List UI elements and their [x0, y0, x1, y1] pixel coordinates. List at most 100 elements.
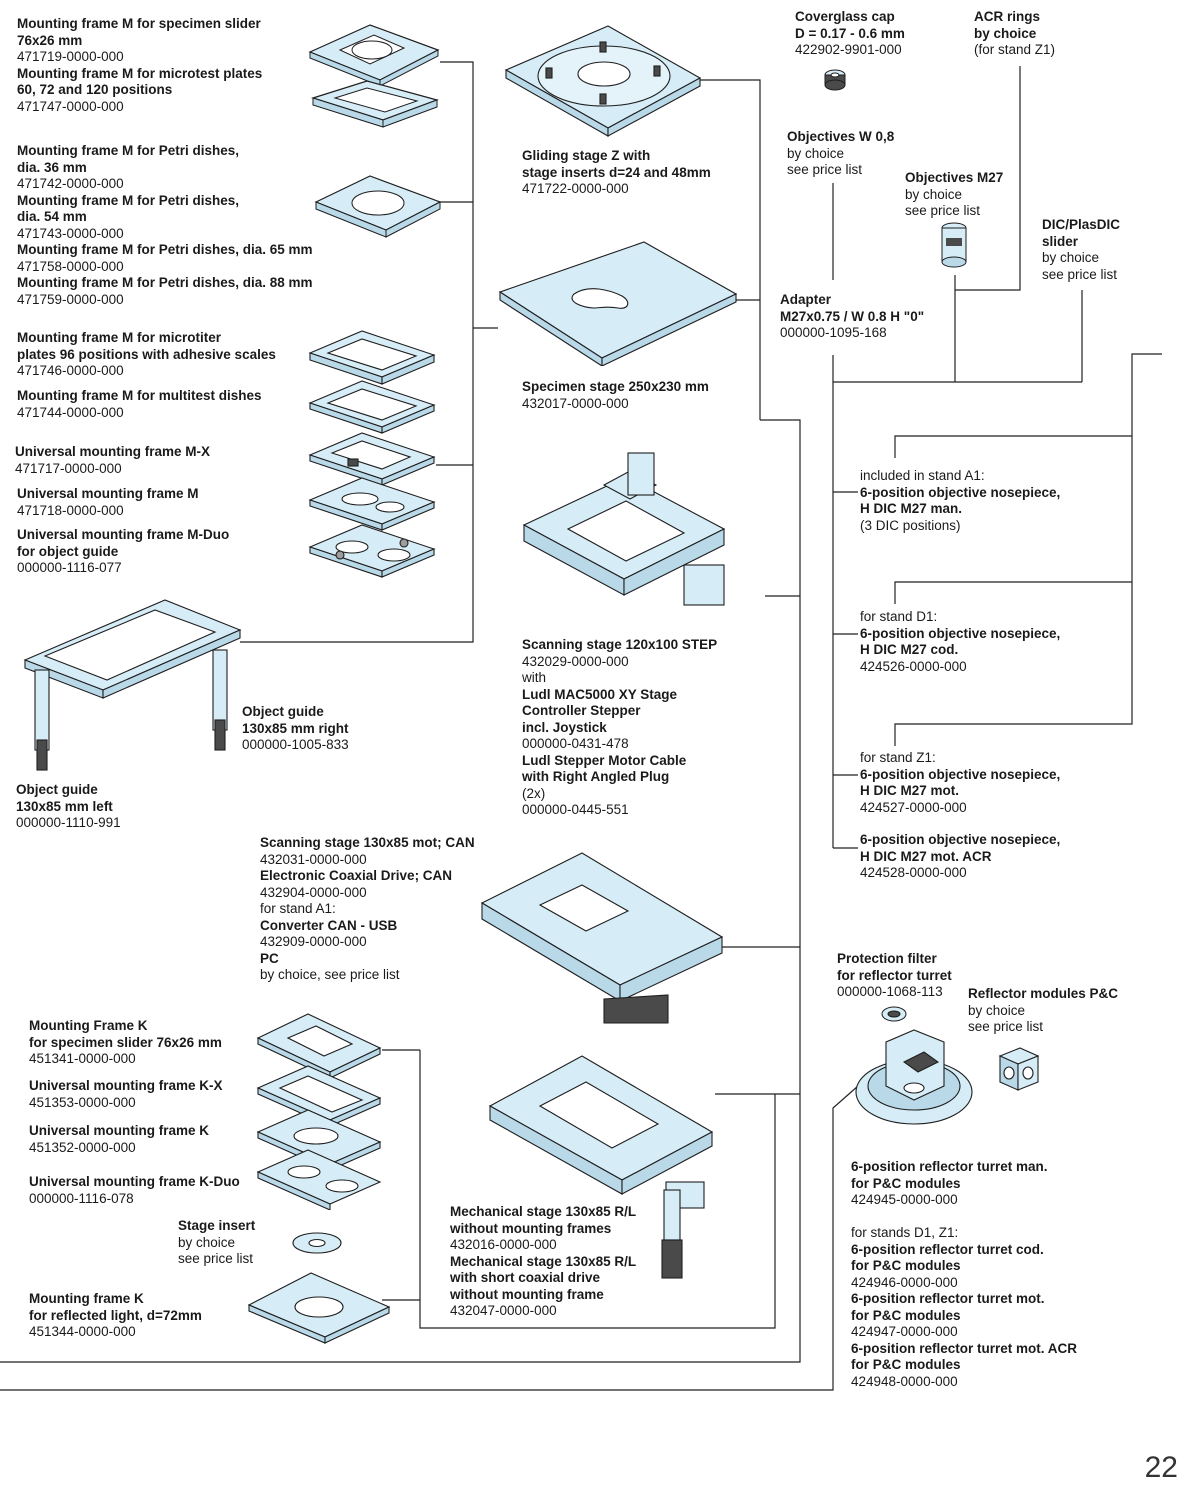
- label-line: 471717-0000-000: [15, 460, 122, 476]
- label-line: (2x): [522, 785, 546, 801]
- frame-m-microtest-illustration: [311, 80, 439, 128]
- stage-trunk-line: [0, 419, 801, 1363]
- label-line: Mounting frame M for Petri dishes,: [17, 143, 240, 158]
- label-line: H DIC M27 cod.: [860, 642, 959, 657]
- label-line: see price list: [178, 1251, 254, 1266]
- label-line: 6-position objective nosepiece,: [860, 832, 1061, 847]
- label-line: D = 0.17 - 0.6 mm: [795, 25, 905, 41]
- specimen-stage-illustration: [498, 241, 738, 366]
- label-line: 432017-0000-000: [522, 395, 629, 411]
- label-line: Mounting frame M for Petri dishes,: [17, 192, 240, 208]
- acr-line: [955, 66, 1021, 291]
- label-line: without mounting frames: [450, 1220, 612, 1236]
- label-line: for stand Z1:: [860, 750, 936, 765]
- label-line: H DIC M27 mot.: [860, 783, 960, 798]
- k-frame-stack-illustration: [256, 1013, 382, 1210]
- label-line: 424527-0000-000: [860, 799, 967, 815]
- label-line: for reflector turret: [837, 967, 952, 983]
- label-line: Object guide: [16, 782, 98, 797]
- label-line: 471747-0000-000: [17, 98, 124, 114]
- label-line: 6-position reflector turret man.: [851, 1159, 1048, 1174]
- label-line: Mechanical stage 130x85 R/L: [450, 1204, 637, 1219]
- label-line: 432909-0000-000: [260, 934, 367, 949]
- label-line: Adapter: [780, 292, 832, 307]
- label-line: (for stand Z1): [974, 42, 1056, 57]
- label-line: 424948-0000-000: [851, 1373, 958, 1389]
- label-reflector-turret: 6-position reflector turret man.for P&C …: [851, 1159, 1077, 1390]
- label-line: by choice: [905, 186, 963, 202]
- label-line: ACR rings: [974, 9, 1041, 24]
- label-line: see price list: [1042, 266, 1118, 282]
- label-line: 471759-0000-000: [17, 291, 124, 307]
- label-line: Universal mounting frame K-X: [29, 1078, 223, 1093]
- label-line: DIC/PlasDIC: [1042, 217, 1121, 232]
- object-guide-illustration: [23, 599, 242, 771]
- label-line: 000000-1005-833: [242, 737, 349, 752]
- label-line: plates 96 positions with adhesive scales: [17, 346, 276, 362]
- label-line: Reflector modules P&C: [968, 986, 1119, 1001]
- label-line: 471742-0000-000: [17, 176, 124, 191]
- label-line: 6-position reflector turret mot.: [851, 1291, 1045, 1306]
- label-line: Scanning stage 120x100 STEP: [522, 637, 718, 652]
- label-line: 6-position reflector turret mot. ACR: [851, 1340, 1078, 1356]
- label-line: 432031-0000-000: [260, 851, 367, 867]
- label-line: by choice: [178, 1234, 236, 1250]
- label-line: 000000-1110-991: [16, 815, 121, 830]
- label-line: by choice: [1042, 250, 1100, 265]
- label-line: H DIC M27 mot. ACR: [860, 848, 992, 864]
- label-line: 432029-0000-000: [522, 653, 629, 669]
- label-nosepiece-acr: 6-position objective nosepiece,H DIC M27…: [860, 832, 1060, 882]
- label-line: for specimen slider 76x26 mm: [29, 1034, 222, 1050]
- label-line: Controller Stepper: [522, 703, 641, 718]
- label-line: by choice: [968, 1002, 1026, 1018]
- label-line: 451353-0000-000: [29, 1094, 136, 1110]
- label-line: Mounting frame M for multitest dishes: [17, 388, 262, 403]
- label-line: Mounting frame M for Petri dishes, dia. …: [17, 242, 313, 257]
- label-line: 424946-0000-000: [851, 1274, 958, 1290]
- label-line: 424528-0000-000: [860, 865, 967, 880]
- label-line: Ludl MAC5000 XY Stage: [522, 686, 678, 702]
- label-line: 451352-0000-000: [29, 1139, 136, 1155]
- protection-filter-illustration: [881, 1006, 907, 1022]
- label-line: 000000-1095-168: [780, 325, 887, 340]
- label-line: 000000-1116-078: [29, 1190, 134, 1206]
- label-line: Mounting frame M for Petri dishes, dia. …: [17, 275, 313, 290]
- label-line: for P&C modules: [851, 1175, 961, 1191]
- label-line: 000000-1068-113: [837, 984, 943, 999]
- label-line: 6-position reflector turret cod.: [851, 1241, 1044, 1257]
- label-line: Stage insert: [178, 1218, 256, 1233]
- objective-m27-illustration: [941, 222, 967, 268]
- reflector-bracket-line: [0, 1085, 859, 1391]
- label-line: Mounting frame M for microtest plates: [17, 65, 263, 81]
- label-line: 76x26 mm: [17, 32, 83, 48]
- label-line: by choice: [974, 25, 1037, 41]
- k-frames-bracket: [419, 1050, 776, 1329]
- label-line: 451344-0000-000: [29, 1324, 136, 1339]
- label-line: Scanning stage 130x85 mot; CAN: [260, 835, 475, 850]
- label-line: 000000-1116-077: [17, 560, 122, 575]
- label-line: 422902-9901-000: [795, 42, 902, 57]
- frame-m-slider-illustration: [308, 24, 440, 87]
- label-line: by choice, see price list: [260, 967, 400, 982]
- label-line: dia. 36 mm: [17, 159, 87, 175]
- label-line: Universal mounting frame M-Duo: [17, 527, 230, 542]
- label-line: Gliding stage Z with: [522, 148, 651, 163]
- label-line: Universal mounting frame K-Duo: [29, 1174, 240, 1189]
- label-line: see price list: [968, 1019, 1044, 1034]
